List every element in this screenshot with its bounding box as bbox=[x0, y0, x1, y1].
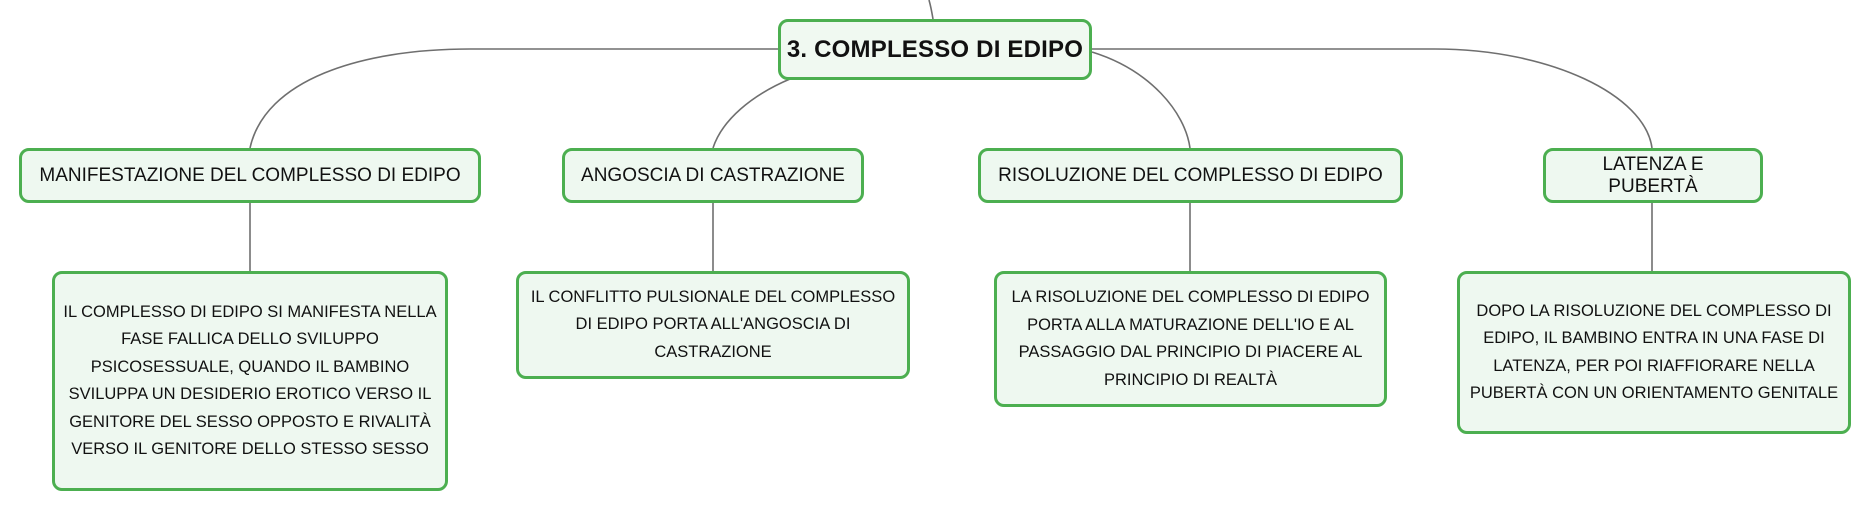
branch-topic-angoscia[interactable]: ANGOSCIA DI CASTRAZIONE bbox=[562, 148, 864, 203]
connector-root-branch-3 bbox=[1091, 51, 1191, 149]
connector-root-branch-2 bbox=[712, 78, 791, 149]
detail-latenza[interactable]: DOPO LA RISOLUZIONE DEL COMPLESSO DI EDI… bbox=[1457, 271, 1851, 434]
detail-manifestazione[interactable]: IL COMPLESSO DI EDIPO SI MANIFESTA NELLA… bbox=[52, 271, 448, 491]
branch-topic-risoluzione[interactable]: RISOLUZIONE DEL COMPLESSO DI EDIPO bbox=[978, 148, 1403, 203]
branch-topic-latenza[interactable]: LATENZA E PUBERTÀ bbox=[1543, 148, 1763, 203]
parent-connector bbox=[928, 0, 934, 20]
root-topic[interactable]: 3. COMPLESSO DI EDIPO bbox=[778, 19, 1092, 80]
connector-root-branch-4 bbox=[1092, 48, 1653, 149]
connector-root-branch-1 bbox=[249, 48, 778, 149]
branch-topic-manifestazione[interactable]: MANIFESTAZIONE DEL COMPLESSO DI EDIPO bbox=[19, 148, 481, 203]
detail-angoscia[interactable]: IL CONFLITTO PULSIONALE DEL COMPLESSO DI… bbox=[516, 271, 910, 379]
detail-risoluzione[interactable]: LA RISOLUZIONE DEL COMPLESSO DI EDIPO PO… bbox=[994, 271, 1387, 407]
